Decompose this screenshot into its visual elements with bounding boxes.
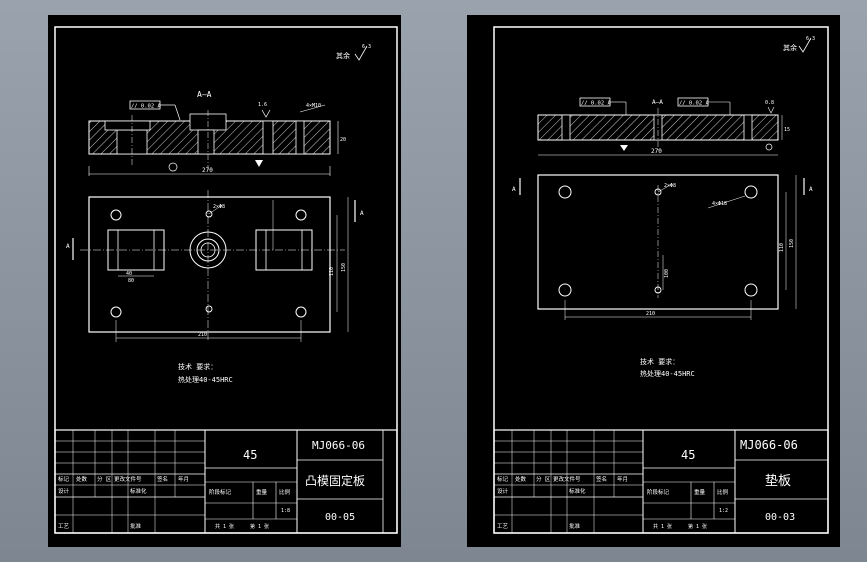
right-flatness-box-1: // 0.02 A xyxy=(581,101,611,107)
right-dim-small: 100 xyxy=(664,269,670,278)
right-roughness-value: 6.3 xyxy=(806,36,815,42)
left-hole-tl xyxy=(110,209,122,221)
right-hole-bl xyxy=(558,283,572,297)
left-tb-approve: 批准 xyxy=(130,522,142,530)
left-tech-body: 热处理40-45HRC xyxy=(178,375,233,384)
right-section-view xyxy=(537,108,779,150)
left-plan-view xyxy=(80,190,345,340)
right-sheet: 其余 6.3 A—A // 0.02 A // 0.02 A 0.8 270 1… xyxy=(467,15,840,547)
right-tech-title: 技术 要求： xyxy=(640,357,679,366)
right-hole-br xyxy=(744,283,758,297)
right-tb-process: 工艺 xyxy=(497,523,509,530)
left-tb-zone: 分 区 xyxy=(97,475,112,483)
left-tb-drawing-no: MJ066-06 xyxy=(312,439,365,452)
left-section-view xyxy=(88,110,331,170)
right-flatness-box-2: // 0.02 A xyxy=(679,101,709,107)
right-tb-sheet: 共 1 张 xyxy=(653,523,672,530)
right-plan-view xyxy=(537,174,779,310)
left-flatness-box: // 0.02 A xyxy=(131,104,161,110)
left-tb-sign: 签名 xyxy=(157,475,168,483)
left-tb-weight: 重量 xyxy=(256,488,268,496)
left-hole-bl xyxy=(110,306,122,318)
right-sheet-background xyxy=(467,15,840,547)
left-sheet: 其余 6.3 A—A // 0.02 A 1.6 4×M10 270 xyxy=(48,15,401,547)
right-tb-weight: 重量 xyxy=(694,488,706,496)
left-dim-inner-h: 110 xyxy=(329,267,335,276)
right-hole-tl xyxy=(558,185,572,199)
right-tb-page: 第 1 张 xyxy=(688,523,707,530)
left-tb-material: 45 xyxy=(243,448,257,462)
left-tb-std: 标准化 xyxy=(130,487,147,495)
right-tb-std: 标准化 xyxy=(569,487,586,495)
left-roughness-top: 1.6 xyxy=(258,102,267,108)
left-surface-finish: 其余 xyxy=(336,51,350,60)
right-tb-sign: 签名 xyxy=(596,475,607,483)
right-tech-body: 热处理40-45HRC xyxy=(640,369,695,378)
right-dim-thickness: 15 xyxy=(784,127,790,133)
left-section-marker-a: A xyxy=(66,243,70,250)
left-dim-length: 270 xyxy=(202,167,213,174)
left-hole-tr xyxy=(295,209,307,221)
right-title-block xyxy=(493,429,829,534)
right-dim-length: 270 xyxy=(651,148,662,155)
right-tb-scale: 1:2 xyxy=(719,508,728,514)
left-hole-br xyxy=(295,306,307,318)
left-dim-pocket2: 40 xyxy=(126,271,132,277)
left-tb-page: 第 1 张 xyxy=(250,523,269,530)
left-dim-thickness: 20 xyxy=(340,137,346,143)
right-tb-part-name: 垫板 xyxy=(765,473,791,489)
right-dim-inner-h: 110 xyxy=(779,243,785,252)
left-tb-count: 处数 xyxy=(76,475,88,483)
left-roughness-value: 6.3 xyxy=(362,44,371,50)
left-section-label: A—A xyxy=(197,90,212,99)
left-tb-part-name: 凸模固定板 xyxy=(305,473,365,488)
left-tb-part-no: 00-05 xyxy=(325,512,355,523)
left-dim-outer-h: 150 xyxy=(341,263,347,272)
right-section-marker-b: A xyxy=(809,186,813,193)
left-tb-stage: 阶段标记 xyxy=(209,488,232,496)
right-tb-ratio: 比例 xyxy=(717,488,729,496)
right-tb-mark: 标记 xyxy=(497,475,509,483)
right-tb-designer: 设计 xyxy=(497,487,509,495)
left-roughness-symbol xyxy=(354,45,368,61)
right-note-hole: 2×Φ8 xyxy=(664,183,676,189)
left-tb-date: 年月 xyxy=(178,475,189,483)
left-datum-triangle xyxy=(255,160,263,167)
right-tb-drawing-no: MJ066-06 xyxy=(740,438,798,452)
right-roughness-top: 0.8 xyxy=(765,100,774,106)
right-dim-spacing: 210 xyxy=(646,311,655,317)
left-tb-change: 更改文件号 xyxy=(114,475,142,483)
right-tb-material: 45 xyxy=(681,448,695,462)
right-section-label: A—A xyxy=(652,99,663,106)
left-tb-process: 工艺 xyxy=(58,523,70,530)
right-hole-tr xyxy=(744,185,758,199)
left-tb-scale: 1:8 xyxy=(281,508,290,514)
left-dim-pocket: 80 xyxy=(128,278,134,284)
left-datum-circle xyxy=(168,162,178,172)
right-tb-change: 更改文件号 xyxy=(553,475,581,483)
left-tb-designer: 设计 xyxy=(58,487,70,495)
right-tb-zone: 分 区 xyxy=(536,475,551,483)
right-tb-count: 处数 xyxy=(515,475,527,483)
right-tb-part-no: 00-03 xyxy=(765,512,795,523)
left-tb-mark: 标记 xyxy=(58,475,70,483)
left-dim-spacing: 210 xyxy=(198,332,207,338)
left-title-block xyxy=(54,429,398,534)
left-tech-title: 技术 要求： xyxy=(178,362,217,371)
right-tb-approve: 批准 xyxy=(569,522,581,530)
right-tb-date: 年月 xyxy=(617,475,628,483)
left-tb-ratio: 比例 xyxy=(279,488,291,496)
right-section-marker-a: A xyxy=(512,186,516,193)
left-section-marker-b: A xyxy=(360,210,364,217)
left-sheet-background xyxy=(48,15,401,547)
right-surface-finish: 其余 xyxy=(783,43,797,52)
right-tb-stage: 阶段标记 xyxy=(647,488,670,496)
right-dim-outer-h: 150 xyxy=(789,239,795,248)
left-tb-sheet: 共 1 张 xyxy=(215,523,234,530)
left-note-bolt: 4×M10 xyxy=(306,103,321,109)
